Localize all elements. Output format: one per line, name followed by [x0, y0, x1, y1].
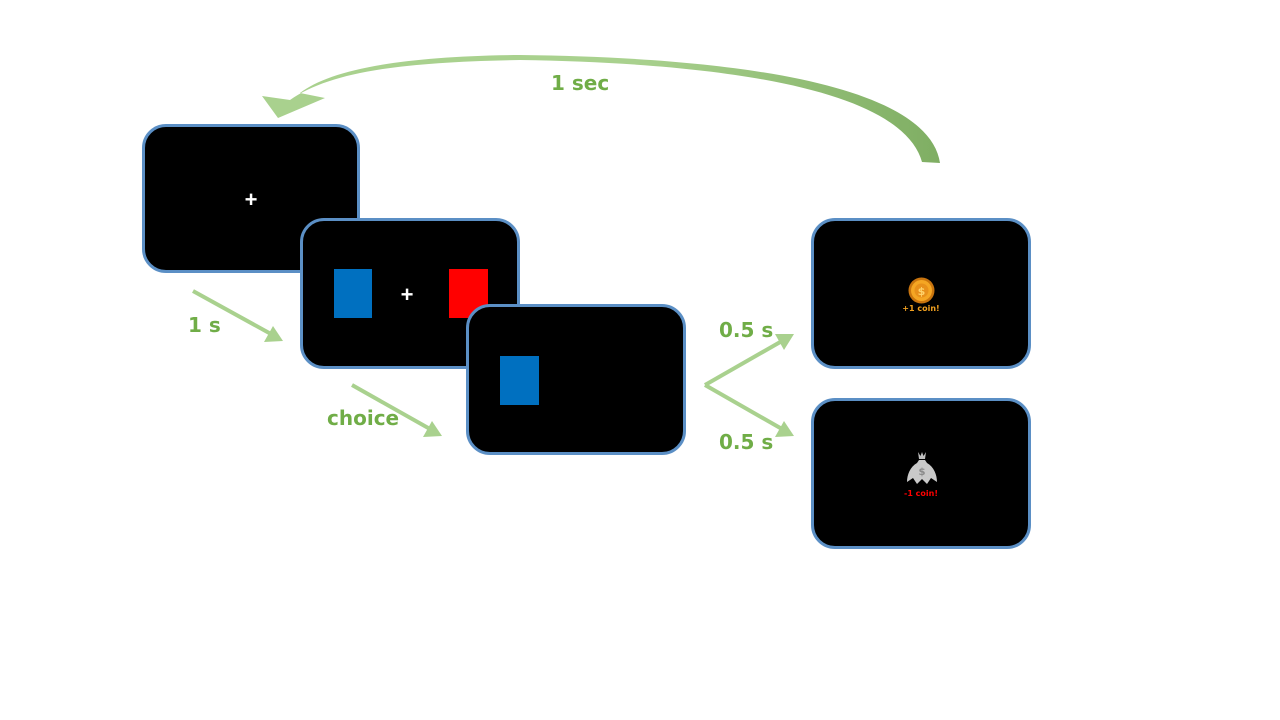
chosen-blue-rectangle — [500, 356, 539, 405]
gold-coin-icon: $ — [908, 277, 935, 304]
fixation-cross: + — [400, 282, 414, 307]
svg-text:$: $ — [919, 467, 926, 478]
arrow-options-to-chosen — [351, 383, 442, 437]
loss-duration-label: 0.5 s — [719, 430, 774, 454]
arrow-fixation-to-options — [192, 289, 283, 342]
loop-duration-label: 1 sec — [551, 71, 610, 95]
svg-text:$: $ — [918, 285, 926, 298]
arrow-to-loss — [704, 383, 794, 437]
loss-feedback-screen: $ -1 coin! — [811, 398, 1031, 549]
choice-label: choice — [327, 406, 400, 430]
arrow-to-gain — [704, 334, 794, 387]
fixation-duration-label: 1 s — [188, 313, 221, 337]
chosen-screen — [466, 304, 686, 455]
blue-option-rectangle — [334, 269, 372, 318]
gain-feedback-screen: $ +1 coin! — [811, 218, 1031, 369]
money-bag-icon: $ — [907, 452, 937, 484]
gain-text: +1 coin! — [902, 304, 940, 313]
fixation-cross: + — [244, 187, 258, 212]
gain-duration-label: 0.5 s — [719, 318, 774, 342]
loss-text: -1 coin! — [904, 489, 938, 498]
